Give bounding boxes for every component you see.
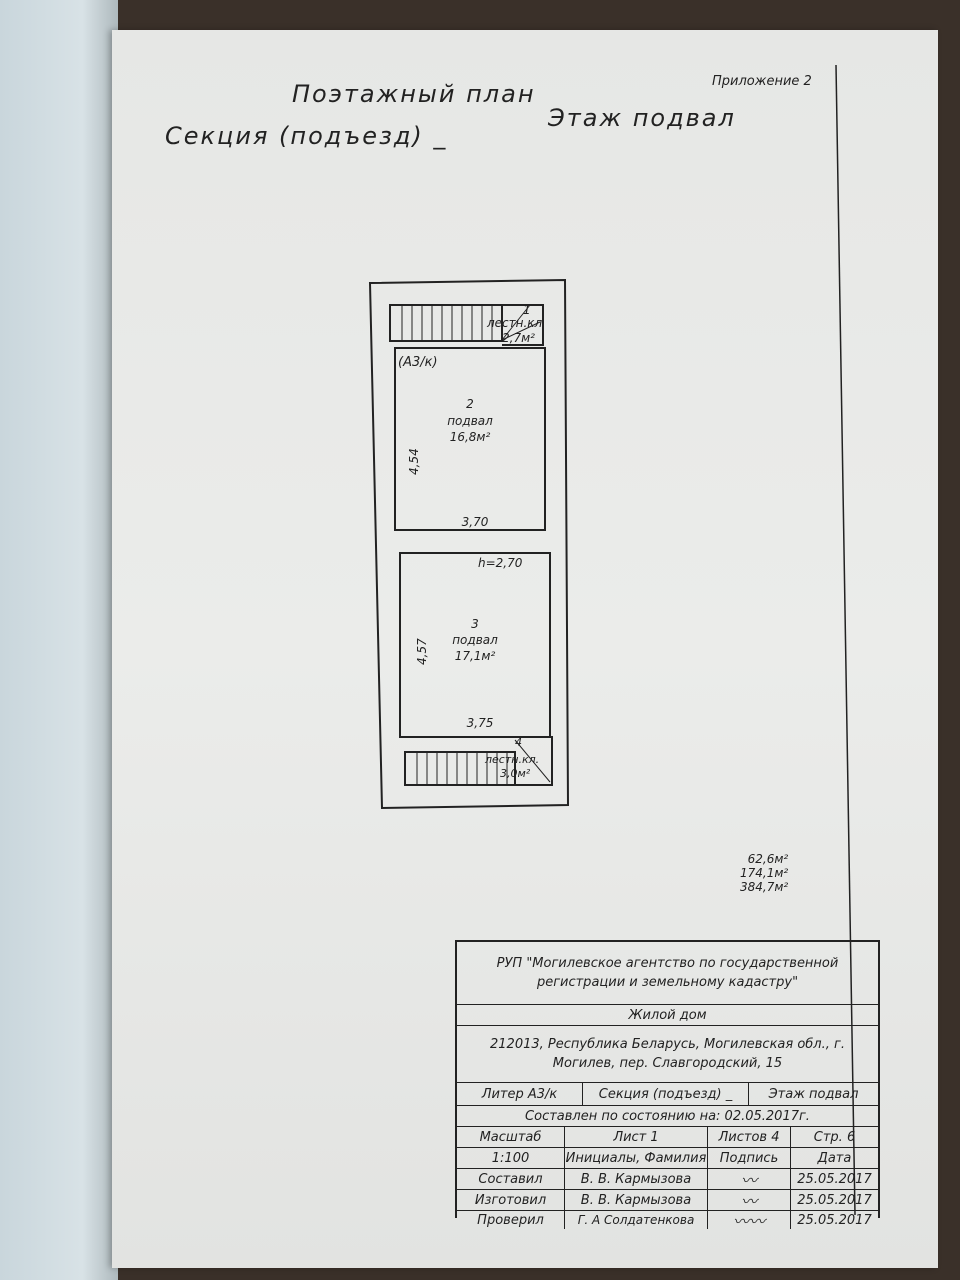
room-3-number: 3	[471, 617, 479, 631]
scale-label: Масштаб	[457, 1127, 565, 1147]
floor-label: Этаж подвал	[548, 104, 736, 132]
signer-date: 25.05.2017	[797, 1192, 872, 1208]
literal-label: (А3/к)	[398, 355, 438, 370]
room-1-area: 2,7м²	[502, 331, 535, 345]
literal-row: Литер А3/к Секция (подъезд) _ Этаж подва…	[457, 1083, 878, 1106]
room-3-width-dim: 3,75	[467, 716, 494, 730]
literal: Литер А3/к	[457, 1083, 583, 1105]
room-2-outline	[394, 347, 546, 531]
stair-top-landing	[502, 304, 544, 346]
room-2-label: подвал	[447, 414, 493, 428]
room-3-outline	[399, 552, 551, 738]
col-sign: Подпись	[708, 1148, 791, 1168]
organization: РУП "Могилевское агентство по государств…	[457, 942, 878, 1005]
room-2-number: 2	[466, 397, 474, 411]
total-area-2: 174,1м²	[740, 866, 789, 880]
signer-role: Составил	[457, 1169, 565, 1189]
signature: 〰〰	[708, 1211, 791, 1231]
signer-name: Г. А Солдатенкова	[565, 1211, 708, 1229]
room-2-width-dim: 3,70	[462, 515, 489, 529]
signature: 〰	[708, 1190, 791, 1211]
stair-top-flight	[389, 304, 503, 342]
room-2-area: 16,8м²	[450, 430, 491, 444]
room-4-label: лестн.кл.	[484, 753, 539, 766]
signer-date: 25.05.2017	[797, 1171, 872, 1187]
title-block: РУП "Могилевское агентство по государств…	[455, 940, 880, 1231]
signer-name: В. В. Кармызова	[565, 1169, 708, 1189]
floor: Этаж подвал	[768, 1086, 859, 1102]
stair-bottom-landing	[515, 736, 553, 786]
frame-right-line	[835, 64, 856, 1216]
stair-bottom-flight	[404, 751, 516, 786]
sheets: Листов 4	[708, 1127, 791, 1147]
section-label: Секция (подъезд) _	[165, 122, 448, 150]
signer-name: В. В. Кармызова	[565, 1190, 708, 1210]
signer-date: 25.05.2017	[797, 1212, 872, 1228]
total-area-3: 384,7м²	[740, 880, 789, 894]
building-outline	[368, 278, 570, 810]
signer-row: Изготовил В. В. Кармызова 〰 25.05.2017	[457, 1190, 878, 1211]
room-4-number: 4	[515, 736, 522, 749]
room-2-height-dim: 4,54	[407, 448, 421, 475]
total-area-1: 62,6м²	[747, 852, 789, 866]
ceiling-height: h=2,70	[478, 556, 523, 570]
address: 212013, Республика Беларусь, Могилевская…	[457, 1026, 878, 1083]
room-1-label: лестн.кл	[486, 316, 543, 330]
room-3-height-dim: 4,57	[415, 638, 429, 665]
room-4-area: 3,0м²	[500, 767, 531, 780]
col-name: Инициалы, Фамилия	[565, 1148, 708, 1168]
page: Стр. 6	[813, 1129, 856, 1145]
signer-row: Проверил Г. А Солдатенкова 〰〰 25.05.2017	[457, 1211, 878, 1231]
room-1-number: 1	[523, 303, 531, 317]
scale: 1:100	[457, 1148, 565, 1168]
room-3-label: подвал	[452, 633, 498, 647]
sheet: Лист 1	[565, 1127, 708, 1147]
signer-row: Составил В. В. Кармызова 〰 25.05.2017	[457, 1169, 878, 1190]
col-date: Дата	[817, 1150, 852, 1166]
signer-role: Изготовил	[457, 1190, 565, 1210]
signature: 〰	[708, 1169, 791, 1190]
section: Секция (подъезд) _	[583, 1083, 749, 1105]
state-date: Составлен по состоянию на: 02.05.2017г.	[457, 1106, 878, 1127]
sheet-row: Масштаб Лист 1 Листов 4 Стр. 6	[457, 1127, 878, 1148]
header-row: 1:100 Инициалы, Фамилия Подпись Дата	[457, 1148, 878, 1169]
document-page	[112, 30, 938, 1268]
signer-role: Проверил	[457, 1211, 565, 1229]
room-3-area: 17,1м²	[455, 649, 496, 663]
page-title: Поэтажный план	[292, 80, 536, 108]
left-page	[0, 0, 118, 1280]
object-name: Жилой дом	[457, 1005, 878, 1026]
appendix-label: Приложение 2	[712, 74, 812, 89]
area-totals: 62,6м² 174,1м² 384,7м²	[740, 852, 788, 894]
